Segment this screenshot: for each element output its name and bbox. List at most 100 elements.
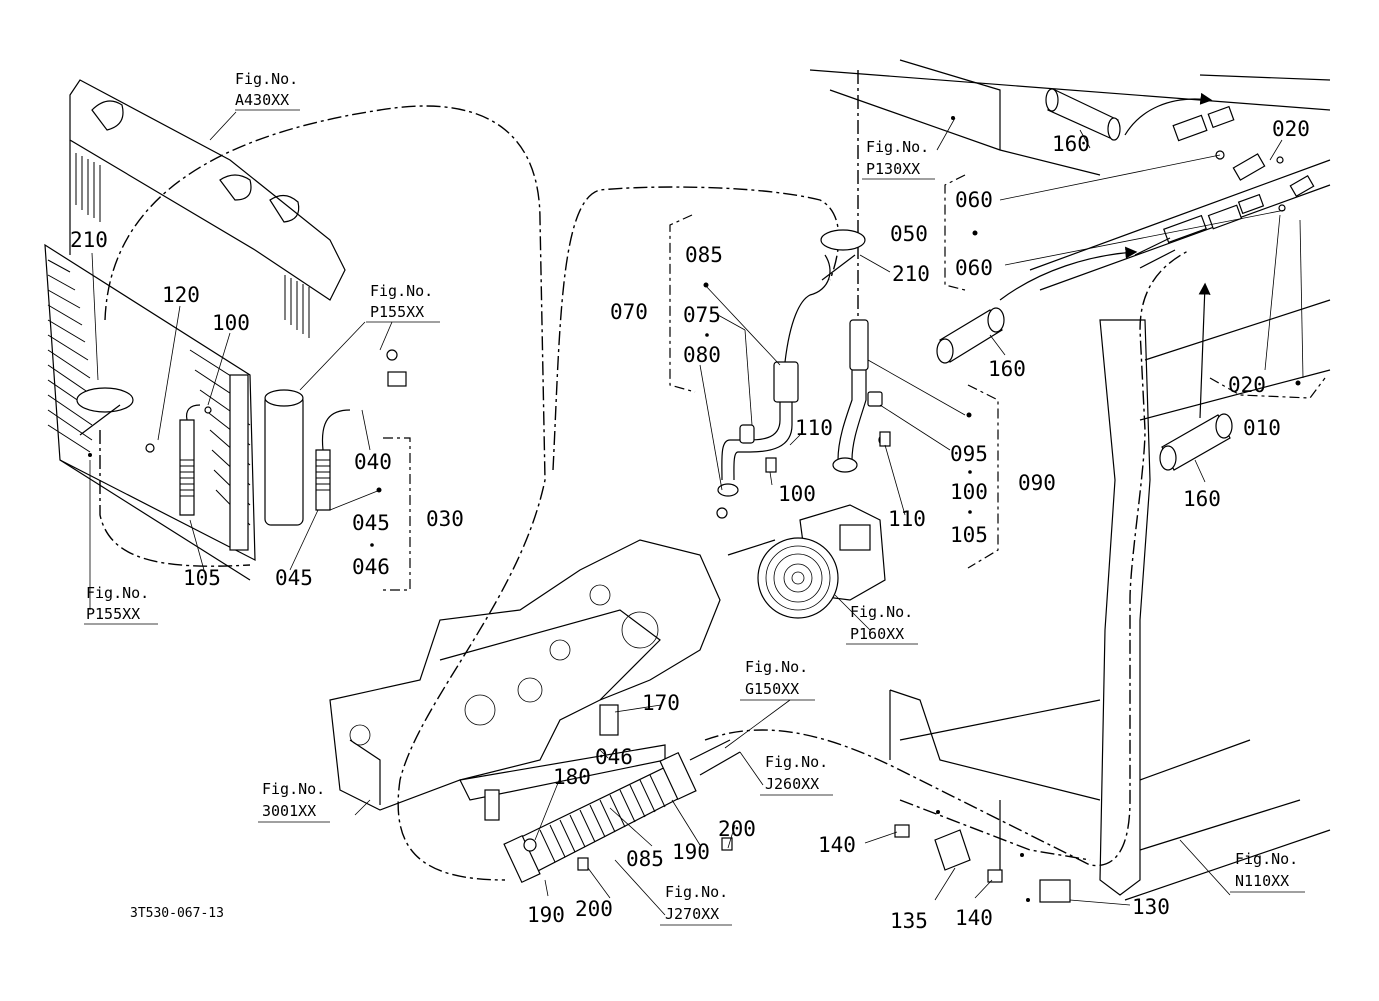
condenser-hoses bbox=[145, 349, 407, 516]
compressor-hose-left bbox=[716, 254, 831, 519]
bolt-140a-icon bbox=[894, 824, 910, 838]
hose-sleeve-left bbox=[936, 307, 1005, 364]
fig-ref-j270: Fig.No. J270XX bbox=[660, 883, 732, 926]
part-010: 010 bbox=[1243, 416, 1281, 440]
svg-text:3001XX: 3001XX bbox=[262, 802, 316, 820]
part-130: 130 bbox=[1132, 895, 1170, 919]
part-050: 050 bbox=[890, 222, 928, 246]
svg-text:Fig.No.: Fig.No. bbox=[665, 883, 728, 901]
bolt-200b-icon bbox=[721, 837, 733, 851]
part-080: 080 bbox=[683, 343, 721, 367]
group-dots bbox=[88, 116, 1301, 902]
svg-text:P160XX: P160XX bbox=[850, 625, 904, 643]
part-085-top: 085 bbox=[685, 243, 723, 267]
svg-text:J260XX: J260XX bbox=[765, 775, 819, 793]
compressor-hose-right bbox=[832, 319, 890, 473]
part-095: 095 bbox=[950, 442, 988, 466]
svg-text:J270XX: J270XX bbox=[665, 905, 719, 923]
receiver-drier bbox=[503, 739, 741, 884]
svg-text:G150XX: G150XX bbox=[745, 680, 799, 698]
fig-ref-p155-left: Fig.No. P155XX bbox=[84, 584, 158, 625]
engine-block bbox=[329, 539, 721, 811]
svg-text:Fig.No.: Fig.No. bbox=[850, 603, 913, 621]
svg-text:Fig.No.: Fig.No. bbox=[745, 658, 808, 676]
bracket-130 bbox=[1039, 879, 1071, 903]
group-bracket-050 bbox=[944, 174, 966, 291]
compressor bbox=[727, 504, 886, 619]
part-210-left: 210 bbox=[70, 228, 108, 252]
part-100-mid: 100 bbox=[778, 482, 816, 506]
part-030: 030 bbox=[426, 507, 464, 531]
group-bracket-010 bbox=[1209, 377, 1326, 399]
fig-ref-p160: Fig.No. P160XX bbox=[846, 603, 918, 645]
part-140-b: 140 bbox=[955, 906, 993, 930]
part-140-a: 140 bbox=[818, 833, 856, 857]
receiver-bracket bbox=[459, 704, 666, 821]
svg-text:A430XX: A430XX bbox=[235, 91, 289, 109]
part-070: 070 bbox=[610, 300, 648, 324]
bolt-140b-icon bbox=[987, 869, 1003, 883]
group-bracket-090 bbox=[967, 384, 999, 569]
part-040: 040 bbox=[354, 450, 392, 474]
svg-text:Fig.No.: Fig.No. bbox=[235, 70, 298, 88]
bolt-110b-icon bbox=[879, 431, 891, 447]
part-045-a: 045 bbox=[352, 511, 390, 535]
routing-line-right bbox=[704, 249, 1191, 867]
group-bracket-030 bbox=[383, 437, 411, 591]
part-120: 120 bbox=[162, 283, 200, 307]
radiator-frame bbox=[69, 79, 346, 338]
part-170: 170 bbox=[642, 691, 680, 715]
part-090: 090 bbox=[1018, 471, 1056, 495]
part-200-b: 200 bbox=[575, 897, 613, 921]
bolt-180-icon bbox=[523, 838, 537, 852]
hose-sleeve-top bbox=[1045, 88, 1121, 141]
part-105-right: 105 bbox=[950, 523, 988, 547]
routing-line-right-lower bbox=[899, 799, 1091, 861]
part-075: 075 bbox=[683, 303, 721, 327]
hose-fittings-top-right bbox=[1134, 105, 1315, 269]
hose-sleeve-right bbox=[1159, 413, 1233, 471]
cable-tie-left bbox=[76, 387, 134, 436]
part-135: 135 bbox=[890, 909, 928, 933]
part-200-a: 200 bbox=[718, 817, 756, 841]
part-100-right: 100 bbox=[950, 480, 988, 504]
cab-frame bbox=[809, 59, 1331, 901]
svg-text:N110XX: N110XX bbox=[1235, 872, 1289, 890]
cable-tie-right bbox=[820, 229, 866, 281]
part-060-a: 060 bbox=[955, 188, 993, 212]
group-bracket-070 bbox=[669, 214, 696, 393]
part-085-bottom: 085 bbox=[626, 847, 664, 871]
fig-ref-p130: Fig.No. P130XX bbox=[862, 138, 935, 180]
svg-text:Fig.No.: Fig.No. bbox=[1235, 850, 1298, 868]
bolt-200a-icon bbox=[577, 857, 589, 871]
svg-text:Fig.No.: Fig.No. bbox=[866, 138, 929, 156]
arrow-up bbox=[1198, 282, 1211, 419]
part-046-b: 046 bbox=[595, 745, 633, 769]
condenser-core bbox=[44, 243, 304, 581]
routing-line-left-inner bbox=[99, 430, 251, 567]
svg-text:Fig.No.: Fig.No. bbox=[262, 780, 325, 798]
fig-ref-n110: Fig.No. N110XX bbox=[1230, 850, 1305, 893]
part-160-b: 160 bbox=[988, 357, 1026, 381]
part-020-b: 020 bbox=[1228, 373, 1266, 397]
arrow-curve-mid bbox=[999, 246, 1138, 301]
fig-ref-3001: Fig.No. 3001XX bbox=[258, 780, 330, 823]
svg-text:P130XX: P130XX bbox=[866, 160, 920, 178]
svg-text:P155XX: P155XX bbox=[370, 303, 424, 321]
routing-line-mid bbox=[552, 186, 840, 471]
part-020-a: 020 bbox=[1272, 117, 1310, 141]
part-210-right: 210 bbox=[892, 262, 930, 286]
fig-ref-a430: Fig.No. A430XX bbox=[235, 70, 300, 111]
part-160-c: 160 bbox=[1183, 487, 1221, 511]
leader-lines bbox=[89, 111, 1304, 916]
bracket-135 bbox=[934, 829, 971, 871]
svg-text:Fig.No.: Fig.No. bbox=[370, 282, 433, 300]
fig-ref-j260: Fig.No. J260XX bbox=[760, 753, 833, 796]
part-105-left: 105 bbox=[183, 566, 221, 590]
fig-ref-p155-top: Fig.No. P155XX bbox=[366, 282, 440, 323]
part-190-b: 190 bbox=[527, 903, 565, 927]
part-110-b: 110 bbox=[888, 507, 926, 531]
fig-ref-g150: Fig.No. G150XX bbox=[740, 658, 815, 701]
svg-text:Fig.No.: Fig.No. bbox=[86, 584, 149, 602]
